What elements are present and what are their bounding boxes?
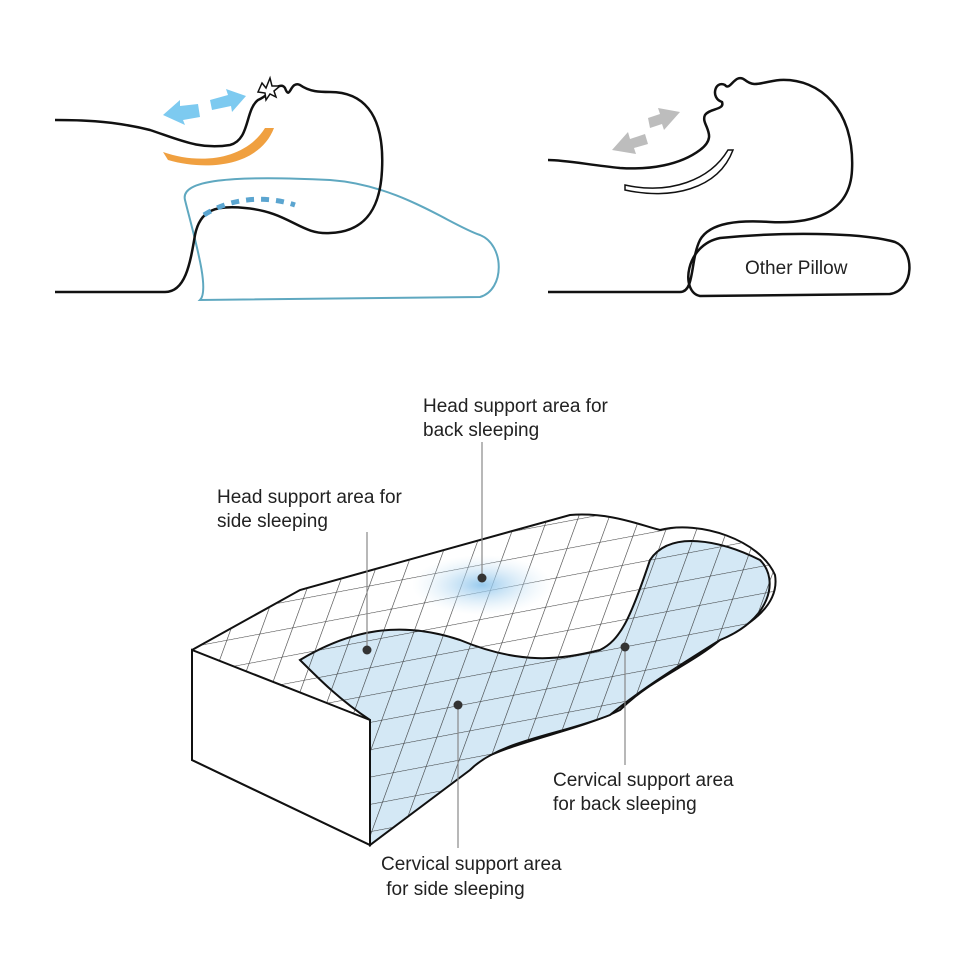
callout-cervical-back: Cervical support area for back sleeping (553, 642, 734, 815)
callout-text: back sleeping (423, 420, 539, 441)
gray-arrow-2 (648, 108, 680, 130)
pillow-side-block (191, 648, 371, 847)
callout-text: for side sleeping (381, 879, 525, 900)
other-pillow-scene: Other Pillow (547, 76, 911, 298)
other-pillow-label: Other Pillow (745, 258, 848, 279)
orange-airway-icon (163, 128, 274, 166)
good-pillow-scene (54, 75, 500, 302)
body-outline (54, 83, 384, 294)
gray-arrow-1 (612, 132, 648, 154)
callout-text: for back sleeping (553, 794, 697, 815)
marker-dot (453, 700, 463, 710)
collapsed-airway (624, 149, 735, 195)
marker-dot (477, 573, 487, 583)
left-arrow-icon (163, 100, 200, 125)
head-zone-glow (412, 555, 552, 615)
dashed-support-line (202, 196, 296, 218)
marker-dot (362, 645, 372, 655)
marker-dot (620, 642, 630, 652)
callout-text: side sleeping (217, 511, 328, 532)
callout-head-back: Head support area for back sleeping (423, 396, 609, 583)
other-pillow-outline (687, 232, 911, 298)
callout-cervical-side: Cervical support area for side sleeping (381, 700, 562, 900)
callout-text: Cervical support area (553, 770, 734, 791)
callout-text: Cervical support area (381, 854, 562, 875)
blue-pillow-outline (183, 177, 500, 302)
contour-pillow (191, 513, 777, 847)
callout-text: Head support area for (423, 396, 609, 417)
body-outline-2 (547, 76, 854, 294)
callout-head-side: Head support area for side sleeping (217, 487, 403, 655)
right-arrow-icon (210, 89, 246, 112)
callout-text: Head support area for (217, 487, 403, 508)
snore-star-icon (256, 75, 283, 103)
